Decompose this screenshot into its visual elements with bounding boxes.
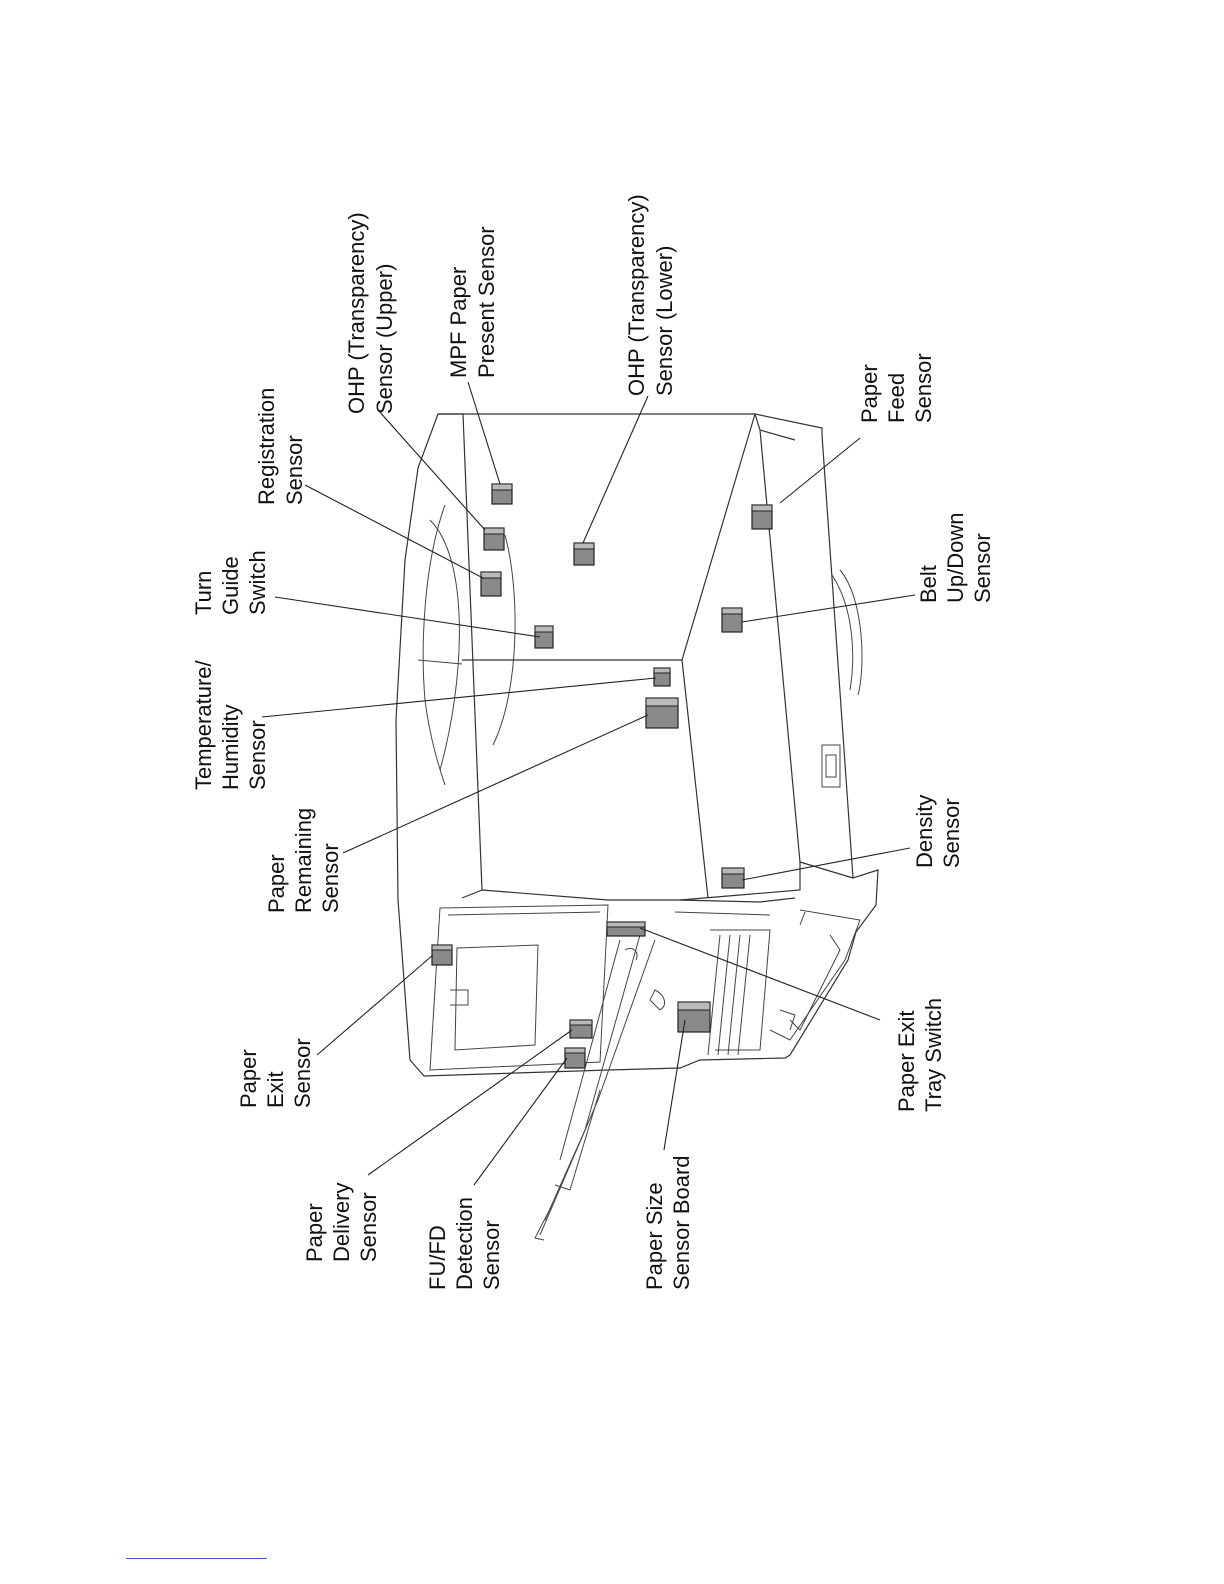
svg-text:Tray Switch: Tray Switch — [921, 998, 946, 1112]
printer-body — [395, 413, 879, 1241]
labels: OHP (Transparency) Sensor (Upper) MPF Pa… — [191, 194, 995, 1290]
svg-text:Present Sensor: Present Sensor — [474, 226, 499, 378]
svg-text:OHP (Transparency): OHP (Transparency) — [344, 212, 369, 414]
belt-updown-sensor-part — [721, 607, 743, 633]
ohp-lower-sensor-label: OHP (Transparency) Sensor (Lower) — [624, 194, 677, 396]
svg-text:Sensor: Sensor — [290, 1038, 315, 1108]
svg-text:Guide: Guide — [218, 556, 243, 615]
svg-text:Switch: Switch — [245, 550, 270, 615]
svg-text:Belt: Belt — [916, 565, 941, 603]
svg-text:MPF Paper: MPF Paper — [446, 267, 471, 378]
footer-rule — [126, 1558, 267, 1559]
svg-text:Sensor (Lower): Sensor (Lower) — [652, 246, 677, 396]
svg-text:OHP (Transparency): OHP (Transparency) — [624, 194, 649, 396]
density-sensor-part — [721, 867, 745, 889]
temp-humidity-sensor-part — [653, 667, 671, 687]
turn-guide-switch-label: Turn Guide Switch — [191, 550, 270, 615]
paper-remaining-sensor-part — [645, 697, 679, 729]
svg-text:Density: Density — [912, 795, 937, 868]
svg-text:Sensor Board: Sensor Board — [669, 1155, 694, 1290]
paper-exit-tray-switch-part — [606, 921, 646, 937]
svg-text:Temperature/: Temperature/ — [191, 659, 216, 790]
paper-exit-sensor-label: Paper Exit Sensor — [236, 1038, 315, 1108]
paper-exit-sensor-part — [431, 944, 453, 966]
ohp-upper-sensor-label: OHP (Transparency) Sensor (Upper) — [344, 212, 397, 414]
paper-delivery-sensor-part — [569, 1019, 593, 1039]
ohp-upper-sensor-part — [483, 527, 505, 551]
fufd-detection-sensor-part — [564, 1047, 586, 1069]
sensor-parts — [431, 483, 773, 1069]
svg-text:Paper: Paper — [264, 854, 289, 913]
svg-text:Sensor: Sensor — [911, 353, 936, 423]
svg-text:Sensor: Sensor — [282, 435, 307, 505]
svg-text:Sensor: Sensor — [356, 1192, 381, 1262]
svg-text:Remaining: Remaining — [291, 808, 316, 913]
registration-sensor-label: Registration Sensor — [254, 388, 307, 505]
svg-text:Sensor: Sensor — [970, 533, 995, 603]
svg-text:Detection: Detection — [452, 1197, 477, 1290]
svg-text:Paper Exit: Paper Exit — [894, 1011, 919, 1113]
density-sensor-label: Density Sensor — [912, 795, 964, 868]
svg-text:Sensor: Sensor — [318, 843, 343, 913]
svg-text:Registration: Registration — [254, 388, 279, 505]
registration-sensor-part — [480, 571, 502, 597]
svg-text:Up/Down: Up/Down — [943, 513, 968, 603]
svg-text:Sensor: Sensor — [245, 720, 270, 790]
paper-size-sensor-board-part — [677, 1001, 711, 1033]
svg-text:Delivery: Delivery — [329, 1183, 354, 1262]
svg-text:Paper Size: Paper Size — [642, 1182, 667, 1290]
belt-updown-sensor-label: Belt Up/Down Sensor — [916, 513, 995, 603]
paper-remaining-sensor-label: Paper Remaining Sensor — [264, 808, 343, 913]
svg-text:Paper: Paper — [302, 1203, 327, 1262]
paper-size-sensor-board-label: Paper Size Sensor Board — [642, 1155, 694, 1290]
svg-text:Sensor: Sensor — [939, 798, 964, 868]
leader-lines — [261, 381, 916, 1186]
mpf-paper-present-sensor-label: MPF Paper Present Sensor — [446, 226, 499, 378]
mpf-paper-present-sensor-part — [491, 483, 513, 505]
svg-text:Sensor (Upper): Sensor (Upper) — [372, 264, 397, 414]
paper-exit-tray-switch-label: Paper Exit Tray Switch — [894, 998, 946, 1112]
svg-text:FU/FD: FU/FD — [425, 1225, 450, 1290]
fufd-detection-sensor-label: FU/FD Detection Sensor — [425, 1197, 504, 1290]
ohp-lower-sensor-part — [573, 542, 595, 566]
paper-feed-sensor-label: Paper Feed Sensor — [857, 353, 936, 423]
svg-text:Paper: Paper — [236, 1049, 261, 1108]
svg-text:Humidity: Humidity — [218, 704, 243, 790]
svg-text:Sensor: Sensor — [479, 1220, 504, 1290]
paper-feed-sensor-part — [751, 504, 773, 530]
svg-text:Turn: Turn — [191, 571, 216, 615]
turn-guide-switch-part — [534, 625, 554, 649]
svg-text:Feed: Feed — [884, 373, 909, 423]
svg-text:Exit: Exit — [263, 1071, 288, 1108]
svg-text:Paper: Paper — [857, 364, 882, 423]
temp-humidity-sensor-label: Temperature/ Humidity Sensor — [191, 659, 270, 790]
paper-delivery-sensor-label: Paper Delivery Sensor — [302, 1183, 381, 1262]
